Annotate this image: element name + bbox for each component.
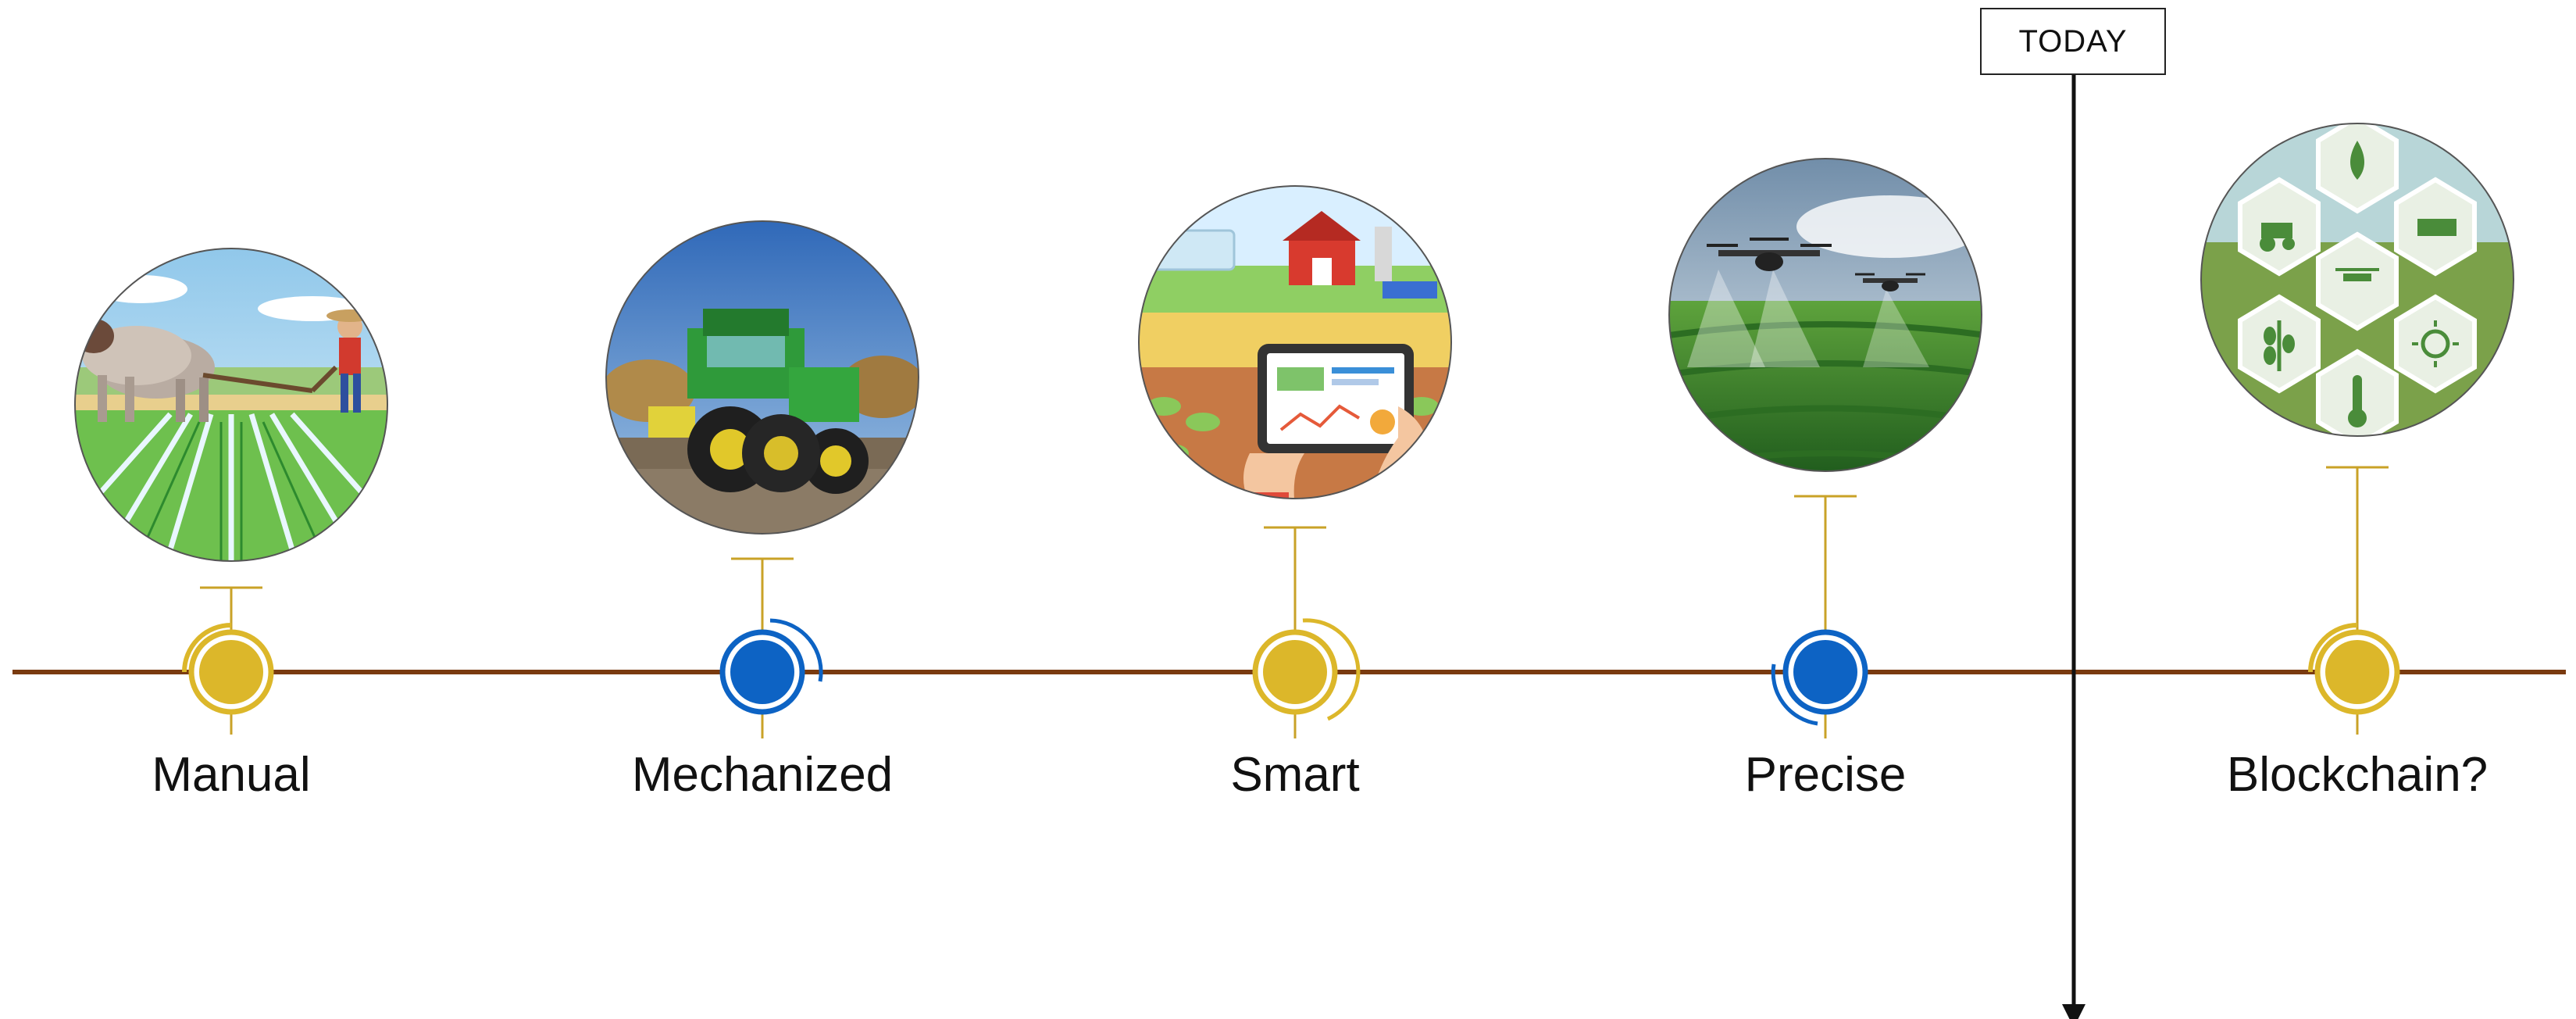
- node-marker: [1252, 618, 1361, 721]
- hexagon-agri-icons-illustration: [2201, 123, 2514, 436]
- node-marker: [1771, 629, 1868, 726]
- stage-label: Blockchain?: [2227, 748, 2488, 802]
- stage-label: Precise: [1745, 748, 1907, 802]
- tablet-smart-farm-illustration: [1139, 186, 1451, 499]
- stage-smart: Smart: [1138, 185, 1452, 802]
- stage-mechanized: Mechanized: [605, 220, 919, 802]
- drones-over-field-illustration: [1669, 159, 1982, 471]
- today-marker-label: TODAY: [1980, 8, 2166, 75]
- node-marker: [182, 623, 274, 715]
- stage-manual: Manual: [74, 248, 388, 802]
- stage-blockchain: Blockchain?: [2200, 123, 2514, 802]
- stage-label: Manual: [152, 748, 310, 802]
- stage-label: Mechanized: [632, 748, 893, 802]
- stage-label: Smart: [1230, 748, 1359, 802]
- node-marker: [719, 618, 823, 715]
- node-marker: [2308, 623, 2400, 715]
- ox-plough-farmer-illustration: [75, 248, 387, 561]
- stage-precise: Precise: [1668, 158, 1982, 802]
